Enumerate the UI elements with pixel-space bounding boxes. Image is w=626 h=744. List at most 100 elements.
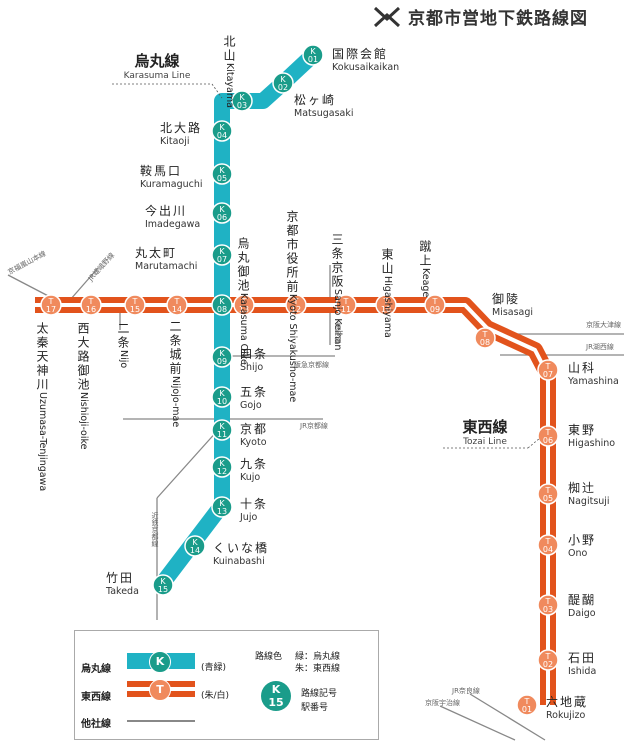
station-t01[interactable]: T01 bbox=[516, 694, 538, 716]
station-k03[interactable]: K03 bbox=[231, 90, 253, 112]
station-line-code: K bbox=[239, 93, 245, 102]
station-t09[interactable]: T09 bbox=[424, 294, 446, 316]
station-line-code: T bbox=[48, 297, 54, 306]
station-name-jp: 京都 bbox=[240, 422, 269, 436]
legend-sample-badge: K 15 bbox=[261, 681, 291, 711]
station-number: 12 bbox=[291, 305, 301, 314]
station-t15[interactable]: T15 bbox=[124, 294, 146, 316]
station-name-jp: 京都市役所前 bbox=[285, 210, 299, 294]
station-k13[interactable]: K13 bbox=[211, 496, 233, 518]
label-k08: 烏丸御池Karasuma Oike bbox=[236, 237, 250, 365]
station-name-en: Ishida bbox=[568, 666, 597, 677]
station-name-en: Karasuma Oike bbox=[238, 293, 249, 365]
legend-karasuma-label: 烏丸線 bbox=[81, 664, 111, 675]
station-number: 10 bbox=[381, 305, 391, 314]
station-t06[interactable]: T06 bbox=[537, 425, 559, 447]
station-line-code: T bbox=[174, 297, 180, 306]
station-k06[interactable]: K06 bbox=[211, 202, 233, 224]
station-k02[interactable]: K02 bbox=[272, 72, 294, 94]
station-number: 08 bbox=[480, 338, 490, 347]
station-number: 13 bbox=[217, 507, 227, 516]
station-number: 16 bbox=[86, 305, 96, 314]
station-number: 04 bbox=[543, 545, 553, 554]
station-k11[interactable]: K11 bbox=[211, 419, 233, 441]
legend-color-t: 朱：東西線 bbox=[295, 664, 341, 674]
station-line-code: T bbox=[88, 297, 94, 306]
station-name-jp: 醍醐 bbox=[568, 593, 597, 607]
label-t11: 三条京阪Sanjo Keihan bbox=[330, 233, 344, 350]
station-k01[interactable]: K01 bbox=[302, 44, 324, 66]
station-line-code: K bbox=[219, 166, 225, 175]
station-name-en: Marutamachi bbox=[135, 261, 198, 272]
station-line-code: T bbox=[524, 697, 530, 706]
station-t17[interactable]: T17 bbox=[40, 294, 62, 316]
station-line-code: T bbox=[432, 297, 438, 306]
station-line-code: T bbox=[132, 297, 138, 306]
station-number: 02 bbox=[278, 83, 288, 92]
station-k05[interactable]: K05 bbox=[211, 163, 233, 185]
kintetsu-label: 近鉄京都線 bbox=[151, 512, 159, 547]
station-t12[interactable]: T12 bbox=[285, 294, 307, 316]
station-t16[interactable]: T16 bbox=[80, 294, 102, 316]
station-name-jp: 六地蔵 bbox=[546, 695, 589, 709]
label-t14: 二条城前Nijojo-mae bbox=[168, 320, 182, 427]
station-line-code: K bbox=[219, 297, 225, 306]
station-t02[interactable]: T02 bbox=[537, 649, 559, 671]
label-k03: 北山Kitayama bbox=[222, 35, 236, 108]
station-name-jp: 四条 bbox=[240, 347, 269, 361]
station-line-code: T bbox=[545, 428, 551, 437]
station-number: 03 bbox=[543, 605, 553, 614]
station-number: 13 bbox=[239, 305, 249, 314]
station-name-en: Daigo bbox=[568, 608, 596, 619]
station-t08[interactable]: T08 bbox=[474, 327, 496, 349]
station-name-en: Nijojo-mae bbox=[170, 376, 181, 428]
station-t10[interactable]: T10 bbox=[375, 294, 397, 316]
station-t14[interactable]: T14 bbox=[166, 294, 188, 316]
jr-kosei-label: JR湖西線 bbox=[586, 343, 614, 351]
station-k09[interactable]: K09 bbox=[211, 346, 233, 368]
station-t05[interactable]: T05 bbox=[537, 483, 559, 505]
station-line-code: T bbox=[545, 597, 551, 606]
legend-karasuma-note: (青緑) bbox=[201, 663, 227, 673]
station-name-jp: 東山 bbox=[380, 248, 394, 276]
station-k04[interactable]: K04 bbox=[211, 120, 233, 142]
station-t07[interactable]: T07 bbox=[537, 359, 559, 381]
station-name-en: Higashino bbox=[568, 438, 616, 449]
station-number: 05 bbox=[217, 174, 227, 183]
jr-nara-label: JR奈良線 bbox=[452, 687, 480, 695]
station-line-code: T bbox=[545, 652, 551, 661]
station-t04[interactable]: T04 bbox=[537, 534, 559, 556]
station-number: 11 bbox=[341, 305, 351, 314]
station-number: 07 bbox=[217, 255, 227, 264]
station-k14[interactable]: K14 bbox=[184, 535, 206, 557]
station-name-en: Imadegawa bbox=[145, 219, 201, 230]
station-t03[interactable]: T03 bbox=[537, 594, 559, 616]
station-k08[interactable]: K08 bbox=[211, 294, 233, 316]
label-t15: 二条Nijo bbox=[116, 322, 130, 368]
hankyu-label: 阪急京都線 bbox=[294, 361, 329, 369]
station-t11[interactable]: T11 bbox=[335, 294, 357, 316]
station-line-code: K bbox=[219, 389, 225, 398]
station-k15[interactable]: K15 bbox=[152, 574, 174, 596]
station-name-jp: 十条 bbox=[240, 497, 269, 511]
label-t09: 蹴上Keage bbox=[418, 240, 432, 297]
station-line-code: T bbox=[545, 362, 551, 371]
station-number: 11 bbox=[217, 430, 227, 439]
station-name-jp: 東野 bbox=[568, 423, 597, 437]
station-t13[interactable]: T13 bbox=[233, 294, 255, 316]
station-name-en: Kokusaikaikan bbox=[332, 62, 400, 73]
station-k12[interactable]: K12 bbox=[211, 456, 233, 478]
station-line-code: K bbox=[219, 499, 225, 508]
station-k07[interactable]: K07 bbox=[211, 244, 233, 266]
label-t17: 太秦天神川Uzumasa-Tenjingawa bbox=[35, 322, 49, 491]
station-k10[interactable]: K10 bbox=[211, 386, 233, 408]
station-name-jp: 小野 bbox=[568, 533, 597, 547]
station-name-jp: 椥辻 bbox=[568, 481, 597, 495]
legend-tozai-note: (朱/白) bbox=[201, 691, 230, 701]
